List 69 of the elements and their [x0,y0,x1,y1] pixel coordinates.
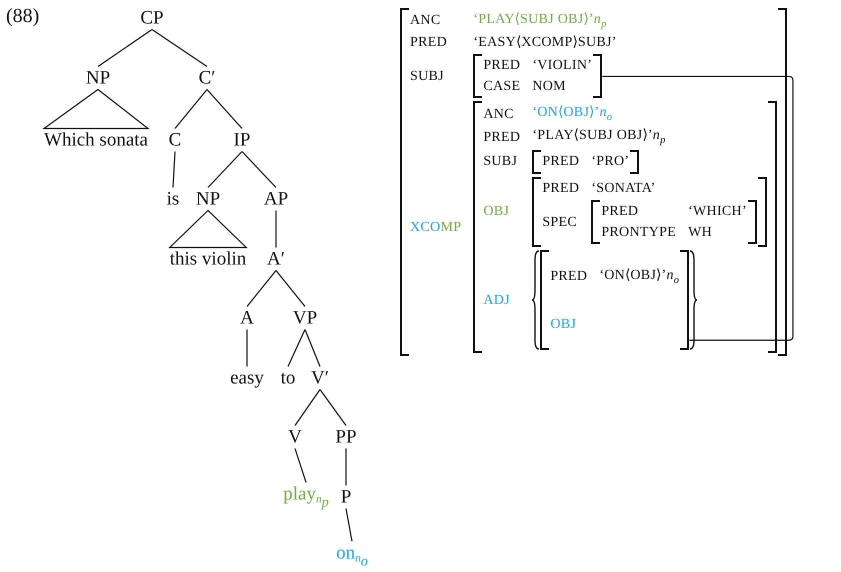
word-label: to [280,368,296,388]
attribute-name: OBJ [483,203,510,221]
attribute-name: SUBJ [410,68,445,86]
tree-branch [345,508,353,542]
category-label: VP [292,308,318,328]
attribute-value: ‘PLAY⟨SUBJ OBJ⟩’n$_{p}$ [532,127,667,148]
tree-branch [287,329,306,367]
attribute-name: PRED [601,203,640,221]
tree-branch [152,29,208,67]
attribute-value: ‘PRO’ [591,153,630,171]
attribute-name: SUBJ [483,153,518,171]
tree-branch [276,270,306,307]
category-label: AP [264,190,288,208]
attribute-name: ADJ [483,292,511,310]
tree-branch [98,29,152,67]
tree-branch [294,389,320,426]
attribute-name: OBJ [550,316,578,334]
category-label: C [168,130,182,150]
attribute-value: ‘ON⟨OBJ⟩’n$_{o}$ [532,104,614,124]
example-number: (88) [6,6,40,26]
category-label: NP [196,190,220,208]
attribute-name: PRED [542,153,580,171]
attribute-value: ‘SONATA’ [591,180,657,198]
attribute-name: CASE [483,78,520,96]
attribute-value: ‘VIOLIN’ [532,57,592,75]
tree-branch [345,448,347,486]
category-label: IP [234,130,250,150]
attribute-name: PRONTYPE [601,224,676,242]
phrase-label: this violin [170,250,246,268]
triangle-branch [168,210,248,248]
tree-branch [242,151,276,188]
category-label: V′ [311,368,329,388]
category-label: C′ [198,68,216,88]
category-label: P [340,488,352,506]
tree-branch [294,448,307,482]
attribute-name: SPEC [542,214,578,232]
tree-branch [320,389,346,426]
attribute-name: ANC [410,12,442,30]
triangle-branch [42,88,150,130]
word-label: is [166,190,180,208]
attribute-value: ‘ON⟨OBJ⟩’n$_{o}$ [599,266,680,287]
attribute-value: ‘PLAY⟨SUBJ OBJ⟩’n$_{p}$ [473,11,608,31]
attribute-name: PRED [410,34,448,52]
category-label: A′ [267,250,285,268]
tree-branch [246,330,248,366]
attribute-name: PRED [483,57,520,75]
word-label: easy [230,368,264,388]
attribute-value: ‘WHICH’ [688,203,747,221]
category-label: A [240,308,254,328]
tree-branch [246,270,276,307]
tree-branch [304,329,321,367]
attribute-name: XCOMP [410,218,462,236]
tree-branch [174,89,208,129]
phrase-label: Which sonata [44,130,148,150]
category-label: CP [140,8,164,28]
category-label: NP [86,68,110,88]
tree-branch [206,89,242,129]
category-label: PP [335,428,357,446]
category-label: V [288,428,302,446]
attribute-name: ANC [483,106,515,124]
attribute-value: ‘EASY⟨XCOMP⟩SUBJ’ [473,34,618,52]
attribute-name: PRED [550,268,588,286]
attribute-name: PRED [483,128,520,146]
attribute-name: PRED [542,180,580,198]
tree-branch [172,151,176,188]
attribute-value: NOM [532,78,567,96]
tree-branch [275,210,277,248]
attribute-value: WH [688,224,713,242]
tree-branch [208,151,242,188]
